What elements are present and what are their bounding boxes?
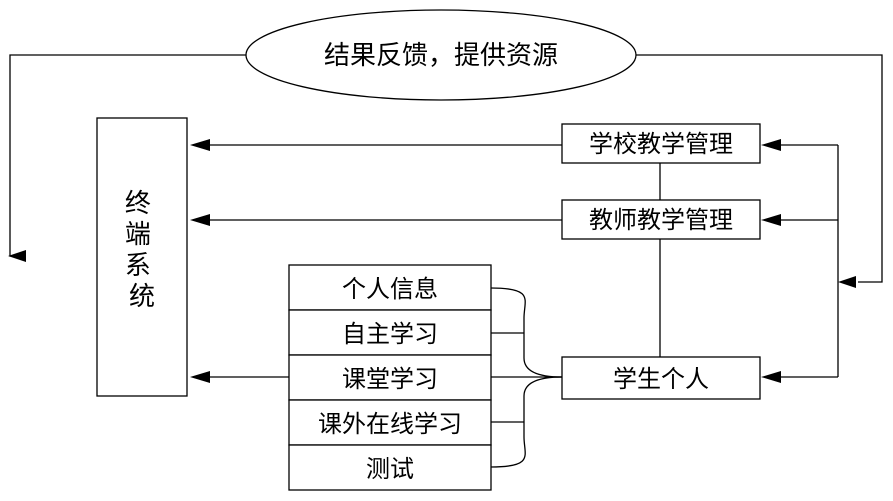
teacher-management: 教师教学管理 — [561, 199, 761, 240]
bus-to-student-arrow — [761, 371, 781, 383]
teacher-management-box — [561, 199, 761, 240]
student-individual-label: 学生个人 — [613, 365, 709, 393]
feedback-arrow-to-management — [838, 276, 856, 288]
school-to-terminal-arrow — [190, 139, 210, 151]
module-box-self-study — [288, 309, 492, 356]
terminal-system-label: 终 端 系 统 — [125, 189, 159, 312]
arrows-to-terminal — [190, 139, 562, 383]
feedback-ellipse — [245, 9, 637, 101]
terminal-system-box — [96, 117, 188, 397]
terminal-system: 终 端 系 统 — [96, 117, 188, 397]
right-bus — [761, 139, 839, 383]
module-label-self-study: 自主学习 — [342, 320, 438, 348]
student-individual: 学生个人 — [561, 356, 761, 400]
brace-upper-curve — [490, 287, 563, 378]
modules-to-terminal-arrow — [190, 371, 210, 383]
teacher-to-terminal-arrow — [190, 214, 210, 226]
module-stack: 个人信息 自主学习 课堂学习 课外在线学习 测试 — [288, 264, 492, 491]
module-box-personal-info — [288, 264, 492, 311]
student-individual-box — [561, 356, 761, 400]
school-management: 学校教学管理 — [561, 123, 761, 164]
school-management-box — [561, 123, 761, 164]
module-label-classroom: 课堂学习 — [342, 365, 438, 393]
module-box-online — [288, 399, 492, 446]
bus-to-teacher-arrow — [761, 214, 781, 226]
feedback-label: 结果反馈，提供资源 — [324, 41, 558, 71]
module-label-online: 课外在线学习 — [318, 410, 462, 438]
module-brace — [490, 287, 563, 468]
feedback-loop: 结果反馈，提供资源 — [8, 9, 883, 288]
feedback-right-line — [636, 54, 883, 283]
brace-lower-curve — [490, 376, 563, 468]
module-label-personal-info: 个人信息 — [342, 275, 438, 303]
school-management-label: 学校教学管理 — [589, 130, 733, 158]
teacher-management-label: 教师教学管理 — [589, 206, 733, 234]
bus-to-school-arrow — [761, 139, 781, 151]
module-label-test: 测试 — [366, 455, 414, 483]
feedback-arrow-to-terminal — [8, 250, 26, 262]
